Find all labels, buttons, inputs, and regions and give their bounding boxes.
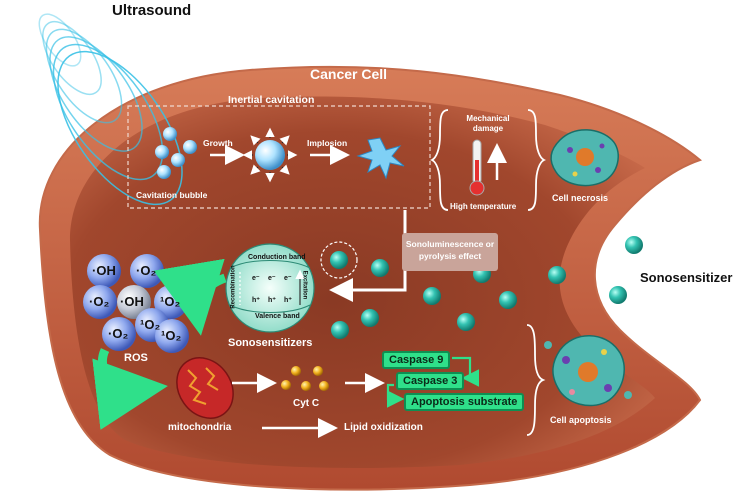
- apoptosis-substrate-box: Apoptosis substrate: [404, 393, 525, 411]
- apoptosis-label: Cell apoptosis: [550, 415, 612, 425]
- zoom-circle: [320, 241, 358, 279]
- sonosensitizer-particles: [330, 236, 643, 339]
- cavitation-title: Inertial cavitation: [228, 94, 315, 106]
- ros-species-3: ·O₂: [89, 294, 110, 309]
- conduction-band-label: Conduction band: [248, 254, 306, 261]
- thermometer-icon: [469, 139, 485, 196]
- cavitation-box: [127, 105, 431, 209]
- band-structure-sphere: [225, 243, 315, 333]
- caspase3-box: Caspase 3: [396, 372, 465, 390]
- implosion-label: Implosion: [307, 138, 348, 148]
- ros-label: ROS: [124, 352, 148, 364]
- green-arrow-to-ros: [153, 258, 227, 336]
- cytc-spheres: [281, 366, 329, 391]
- caspase3-to-substrate-connector: [386, 383, 405, 408]
- apoptosis-brace: [526, 324, 546, 436]
- apoptotic-cell-icon: [544, 335, 632, 407]
- ros-species-5: ¹O₂: [160, 294, 181, 309]
- caspase9-to-3-connector: [452, 356, 480, 387]
- growth-label: Growth: [203, 138, 233, 148]
- ultrasound-title: Ultrasound: [112, 2, 192, 19]
- hole-label-3: h⁺: [284, 297, 292, 304]
- grown-bubble: [242, 127, 298, 183]
- lipid-label: Lipid oxidization: [344, 422, 423, 433]
- ros-species-1: ·OH: [92, 263, 116, 278]
- sonoluminescence-box: Sonoluminescence or pyrolysis effect: [402, 233, 498, 271]
- ultrasound-waves-icon: [38, 13, 183, 206]
- mitochondria-icon: [176, 357, 234, 419]
- excitation-label: Excitation: [301, 270, 308, 300]
- sonosensitizer-title: Sonosensitizer: [640, 270, 733, 285]
- necrosis-label: Cell necrosis: [552, 193, 609, 203]
- electron-label-2: e⁻: [268, 275, 276, 282]
- ros-species-4: ·OH: [120, 294, 144, 309]
- imploded-bubble: [356, 137, 405, 180]
- ros-species-8: ¹O₂: [161, 328, 182, 343]
- caspase9-box: Caspase 9: [382, 351, 451, 369]
- sonoluminescence-label: Sonoluminescence or pyrolysis effect: [405, 239, 495, 261]
- cytc-label: Cyt C: [293, 398, 320, 409]
- green-arrow-to-mito: [92, 348, 168, 430]
- bubble-label: Cavitation bubble: [136, 190, 208, 200]
- ros-species-7: ¹O₂: [140, 317, 161, 332]
- electron-label-3: e⁻: [284, 275, 292, 282]
- mitochondria-label: mitochondria: [168, 422, 232, 433]
- mechanical-label: Mechanical damage: [466, 114, 510, 133]
- cancer-cell-title: Cancer Cell: [310, 66, 388, 82]
- cavitation-bubbles: [155, 127, 197, 179]
- ros-species-2: ·O₂: [136, 263, 157, 278]
- hole-label-1: h⁺: [252, 297, 260, 304]
- hole-label-2: h⁺: [268, 297, 276, 304]
- effects-brace-right: [527, 109, 547, 211]
- temperature-label: High temperature: [450, 202, 517, 211]
- valence-band-label: Valence band: [255, 313, 300, 320]
- necrotic-cell-icon: [550, 129, 619, 187]
- sonosensitizers-label: Sonosensitizers: [228, 337, 313, 349]
- ros-species-6: ·O₂: [108, 326, 129, 341]
- effects-brace-left: [429, 109, 449, 211]
- electron-label-1: e⁻: [252, 275, 260, 282]
- recombination-label: Recombination: [230, 265, 237, 309]
